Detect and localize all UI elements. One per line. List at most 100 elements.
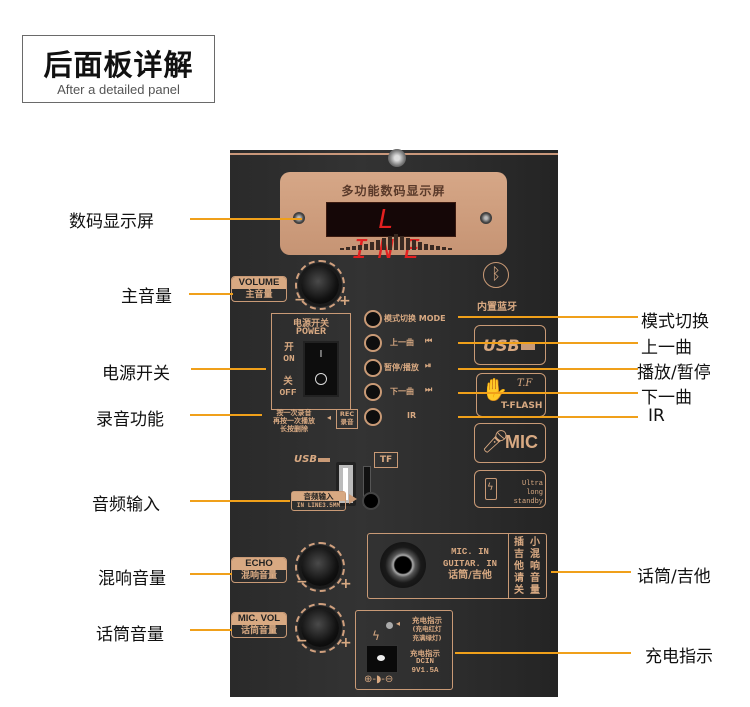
- rec-badge-en: REC: [339, 410, 355, 418]
- tflash-text: T-FLASH: [501, 401, 543, 411]
- callout-display: 数码显示屏: [69, 212, 154, 232]
- callout-mode: 模式切换: [641, 312, 709, 332]
- lightning-icon: ϟ: [487, 482, 494, 493]
- plus-sign: +: [340, 576, 352, 592]
- equalizer-bar: [418, 242, 422, 250]
- callout-line: [190, 629, 232, 631]
- usb-plug-icon: [521, 342, 535, 350]
- audio-input-jack[interactable]: [362, 492, 380, 510]
- volume-knob[interactable]: [301, 266, 339, 304]
- mic-in-text: MIC. IN: [451, 547, 489, 557]
- callout-power: 电源开关: [102, 364, 170, 384]
- plus-sign: +: [340, 635, 352, 651]
- polarity-icon: ⊕-◗-⊖: [364, 674, 394, 685]
- bluetooth-icon: ᛒ: [483, 262, 509, 288]
- ir-label: IR: [407, 411, 417, 420]
- callout-line: [458, 368, 638, 370]
- minus-sign: −: [294, 292, 306, 308]
- equalizer-bar: [400, 236, 404, 250]
- power-title-cn: 电源开关: [292, 319, 329, 329]
- mode-button[interactable]: [364, 310, 382, 328]
- callout-line: [190, 414, 262, 416]
- volume-label-en: VOLUME: [232, 277, 286, 289]
- power-switch-box: 电源开关 POWER 开 ON 关 OFF I: [271, 313, 351, 410]
- power-on-label: 开 ON: [278, 342, 300, 364]
- previous-button[interactable]: [364, 334, 382, 352]
- led-display: L INE: [326, 202, 456, 265]
- previous-track-icon: ⏮: [425, 336, 433, 345]
- dc-in-text: DCIN: [415, 658, 434, 666]
- play-pause-icon: ⏯: [425, 361, 432, 370]
- minus-sign: −: [296, 633, 308, 649]
- display-plate: 多功能数码显示屏 L INE: [280, 172, 507, 265]
- rocker-off-mark: [315, 373, 327, 385]
- equalizer-bar: [340, 248, 344, 250]
- mic-volume-scale: [295, 603, 345, 653]
- mic-guitar-cn-text: 话筒/吉他: [448, 570, 492, 581]
- callout-line: [458, 316, 554, 318]
- dc-input-jack[interactable]: [366, 645, 398, 673]
- screw-icon: [388, 149, 406, 167]
- mic-volume-label: MIC. VOL 话筒音量: [231, 612, 287, 638]
- tf-label: TF: [374, 452, 398, 468]
- mic-volume-label-en: MIC. VOL: [232, 613, 286, 625]
- callout-line: [189, 293, 233, 295]
- echo-knob[interactable]: [301, 548, 339, 586]
- equalizer-bar: [442, 247, 446, 250]
- callout-echo: 混响音量: [98, 569, 166, 589]
- mic-guitar-text: MIC. IN GUITAR. IN 话筒/吉他: [432, 546, 508, 582]
- callout-charge: 充电指示: [645, 647, 713, 667]
- callout-line: [554, 316, 638, 318]
- equalizer-bar: [412, 240, 416, 250]
- callout-line: [458, 342, 638, 344]
- next-button[interactable]: [364, 383, 382, 401]
- battery-icon: ϟ: [485, 478, 497, 500]
- equalizer-bar: [364, 244, 368, 250]
- power-rocker-switch[interactable]: I: [303, 341, 339, 397]
- equalizer-bar: [352, 246, 356, 250]
- off-en: OFF: [279, 387, 297, 398]
- play-pause-button[interactable]: [364, 359, 382, 377]
- charge-led: [386, 622, 393, 629]
- rec-note-line: 长按删除: [280, 425, 308, 433]
- equalizer-bar: [370, 242, 374, 250]
- arrow-left-icon: ◂: [396, 619, 401, 628]
- charge-indicator-text: 充电指示 (充电红灯 充满绿灯): [404, 616, 450, 643]
- equalizer-bar: [430, 245, 434, 250]
- callout-ir: IR: [648, 406, 665, 426]
- usb-port-label: USB: [294, 454, 317, 465]
- on-en: ON: [283, 353, 295, 364]
- audio-input-label-cn: 音频输入: [292, 492, 345, 501]
- dc-spec-text: 9V1.5A: [411, 667, 439, 675]
- mic-guitar-note: 插吉他请关 小混响音量: [508, 534, 547, 598]
- mic-volume-knob[interactable]: [301, 609, 339, 647]
- callout-mic-volume: 话筒音量: [96, 625, 164, 645]
- charge-indicator-note: 充满绿灯): [412, 634, 442, 642]
- tflash-badge: ✋ T.F T-FLASH: [476, 373, 546, 417]
- tf-script-text: T.F: [517, 378, 533, 389]
- dc-jack-pin: [377, 655, 385, 661]
- power-title-en: POWER: [295, 327, 326, 338]
- echo-scale: [295, 542, 345, 592]
- mode-button-label: 模式切换 MODE: [384, 314, 446, 323]
- hand-card-icon: ✋: [481, 378, 509, 403]
- callout-previous: 上一曲: [641, 338, 692, 358]
- ir-button[interactable]: [364, 408, 382, 426]
- battery-badge: ϟ Ultra long standby: [474, 470, 546, 508]
- echo-label: ECHO 混响音量: [231, 557, 287, 583]
- equalizer-bar: [406, 238, 410, 250]
- minus-sign: −: [296, 574, 308, 590]
- mic-guitar-jack[interactable]: [380, 542, 426, 588]
- power-off-label: 关 OFF: [276, 376, 300, 398]
- callout-line: [455, 652, 631, 654]
- rec-badge: REC 录音: [336, 409, 358, 429]
- callout-line: [190, 500, 290, 502]
- echo-label-en: ECHO: [232, 558, 286, 570]
- callout-audio-input: 音频输入: [92, 495, 160, 515]
- usb-port-contact: [343, 468, 348, 500]
- callout-play-pause: 播放/暂停: [637, 363, 711, 383]
- lightning-icon: ϟ: [372, 629, 380, 643]
- usb-badge-text: USB: [483, 336, 520, 355]
- charge-indicator-note: (充电红灯: [412, 625, 442, 633]
- mic-guitar-input-box: MIC. IN GUITAR. IN 话筒/吉他 插吉他请关 小混响音量: [367, 533, 547, 599]
